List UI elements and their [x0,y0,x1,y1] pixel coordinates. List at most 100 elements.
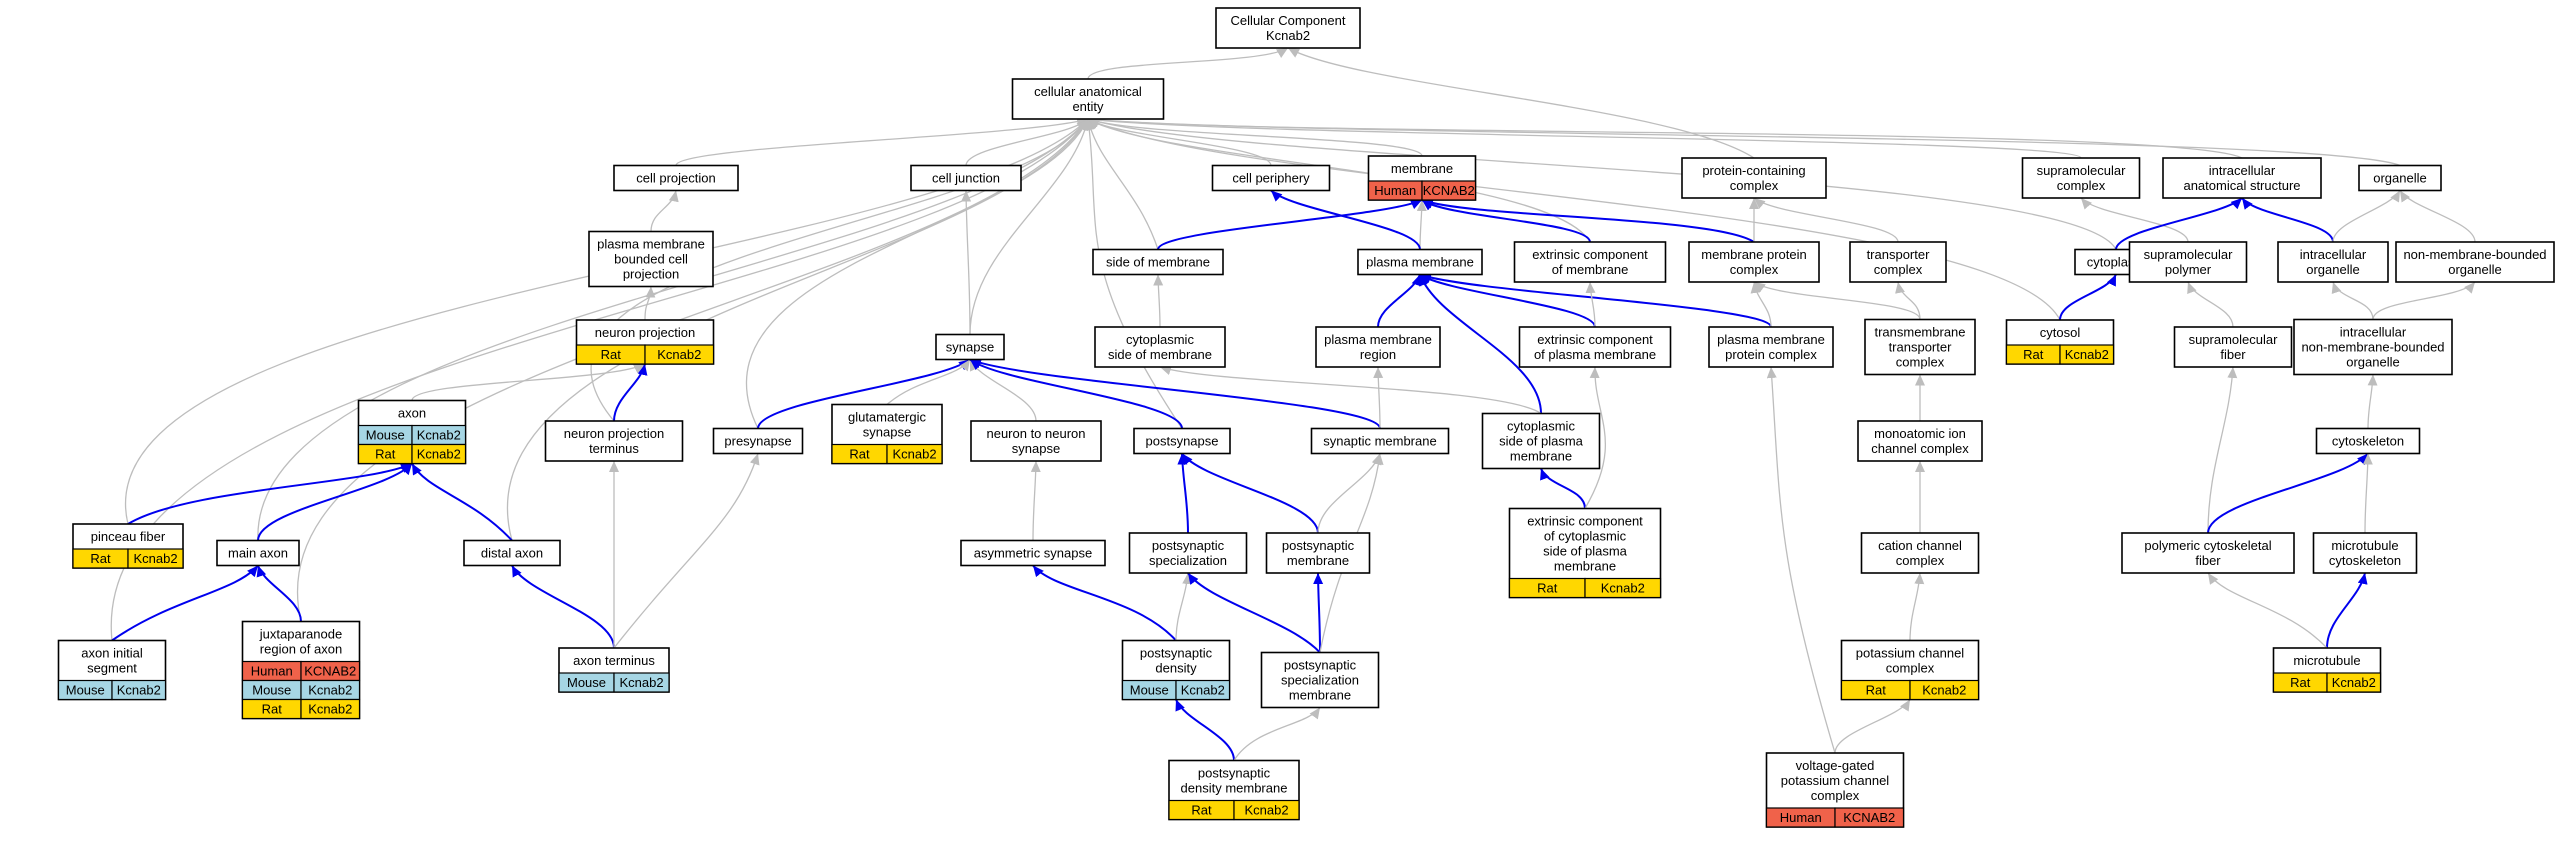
is-a-edge-postdens-to-postspec [1175,572,1193,641]
node-label: complex [1874,262,1923,277]
is-a-edge-extrcytopm-to-extrpm [1584,366,1607,509]
node-label: voltage-gated [1796,758,1875,773]
gene-cell [300,698,361,720]
gene-label: Kcnab2 [308,702,352,717]
node-label: neuron projection [564,426,664,441]
part-of-edge-distalaxon-to-axon [411,463,513,542]
gene-label: KCNAB2 [304,664,356,679]
node-label: complex [1896,355,1945,370]
species-label: Human [251,664,293,679]
part-of-edge-extrpm-to-plasmamem [1419,273,1596,328]
node-label: microtubule [2293,653,2360,668]
species-label: Mouse [66,683,105,698]
node-label: of plasma membrane [1534,347,1656,362]
species-label: Rat [375,447,396,462]
part-of-edge-presynapse-to-synapse [757,358,971,429]
node-label: transmembrane [1874,325,1965,340]
node-label: region of axon [260,642,342,657]
part-of-edge-pmregion-to-plasmamem [1377,274,1422,328]
node-box [935,333,1005,361]
node-label: microtubule [2331,538,2398,553]
gene-label: Kcnab2 [892,447,936,462]
is-a-edge-transpcomp-to-protcont [1753,197,1899,243]
node-box [1265,532,1371,574]
node-box [1215,7,1361,49]
node-label: extrinsic component [1537,332,1653,347]
node-label: fiber [2195,553,2221,568]
is-a-edge-intranonmem-to-intraorg [2331,281,2374,320]
node-label: polymeric cytoskeletal [2144,538,2271,553]
node-box [1011,78,1165,120]
node-label: bounded cell [614,252,688,267]
node-label: neuron projection [595,325,695,340]
gene-label: Kcnab2 [2332,675,2376,690]
is-a-edge-axonterm-to-presynapse [613,453,760,649]
is-a-edge-pmbcp-to-cellproj [650,190,679,232]
species-label: Rat [90,551,111,566]
part-of-edge-memprotcomp-to-membrane [1421,199,1755,243]
node-asymsyn: asymmetric synapse [960,539,1106,567]
part-of-edge-postsynapse-to-synapse [969,358,1183,429]
node-box [463,539,561,567]
node-intranonmem: intracellularnon-membrane-boundedorganel… [2293,318,2453,376]
node-label: complex [1886,661,1935,676]
node-box [1849,241,1947,283]
node-label: postsynaptic [1198,766,1271,781]
node-box [1133,427,1231,455]
gene-cell [2326,672,2382,693]
node-label: complex [2057,178,2106,193]
node-label: postsynaptic [1152,538,1225,553]
node-label: membrane [1289,688,1351,703]
is-a-edge-glutsyn-to-synapse [886,359,971,405]
node-box [1481,412,1601,470]
node-box [910,164,1022,192]
node-label: postsynapse [1146,434,1219,449]
node-label: extrinsic component [1527,514,1643,529]
node-label: cytoskeleton [2332,434,2404,449]
is-a-edge-supramol-to-cae [1087,115,2082,159]
node-label: postsynaptic [1140,646,1213,661]
species-label: Mouse [567,675,606,690]
part-of-edge-axonterm-to-distalaxon [511,564,615,649]
is-a-edge-cytosol-to-cae [1087,118,2061,321]
gene-label: Kcnab2 [417,428,461,443]
part-of-edge-pinceau-to-axon [127,462,413,525]
part-of-edge-synmem-to-synapse [969,358,1381,429]
gene-cell [644,344,715,365]
is-a-edge-tmtransp-to-memprotcomp [1753,281,1921,320]
node-label: fiber [2220,347,2246,362]
node-label: cytoplasmic [1126,332,1194,347]
node-distalaxon: distal axon [463,539,561,567]
node-label: glutamatergic [848,410,927,425]
node-box [1860,532,1980,574]
node-label: organelle [2373,171,2427,186]
node-label: protein-containing [1702,163,1805,178]
node-label: synapse [1012,441,1060,456]
node-label: organelle [2346,355,2400,370]
gene-label: Kcnab2 [1181,683,1225,698]
node-box [2358,164,2442,192]
node-label: juxtaparanode [259,627,342,642]
node-label: cell periphery [1232,171,1310,186]
species-label: Mouse [366,428,405,443]
